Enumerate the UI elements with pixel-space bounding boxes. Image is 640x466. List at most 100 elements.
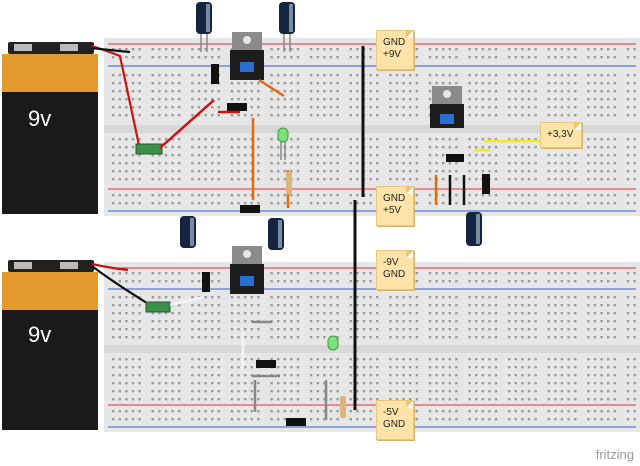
breadboard-hole xyxy=(481,358,484,361)
breadboard-hole xyxy=(131,194,135,197)
breadboard-hole xyxy=(422,374,425,377)
breadboard-hole xyxy=(428,398,432,401)
breadboard-hole xyxy=(178,114,181,117)
breadboard-hole xyxy=(131,328,135,331)
breadboard-hole xyxy=(310,418,313,421)
breadboard-hole xyxy=(409,398,412,401)
breadboard-hole xyxy=(138,162,141,165)
breadboard-hole xyxy=(224,114,227,117)
breadboard-hole xyxy=(224,170,227,173)
breadboard-hole xyxy=(263,398,267,401)
breadboard-hole xyxy=(283,366,286,369)
breadboard-hole xyxy=(395,366,399,369)
breadboard-hole xyxy=(626,74,630,77)
breadboard-hole xyxy=(204,48,207,51)
breadboard-hole xyxy=(118,358,121,361)
breadboard-hole xyxy=(435,56,438,59)
breadboard-hole xyxy=(270,170,273,173)
breadboard-hole xyxy=(349,336,352,339)
breadboard-hole xyxy=(560,48,564,51)
breadboard-hole xyxy=(224,374,227,377)
breadboard-hole xyxy=(131,320,135,323)
breadboard-hole xyxy=(409,374,412,377)
breadboard-hole xyxy=(442,202,445,205)
breadboard-hole xyxy=(428,48,432,51)
breadboard-hole xyxy=(112,374,115,377)
breadboard-hole xyxy=(607,272,610,275)
breadboard-hole xyxy=(217,162,220,165)
breadboard-hole xyxy=(178,74,181,77)
breadboard-hole xyxy=(191,328,194,331)
breadboard-hole xyxy=(494,312,498,315)
breadboard-hole xyxy=(343,90,346,93)
breadboard-hole xyxy=(329,138,333,141)
breadboard-hole xyxy=(534,202,537,205)
breadboard-hole xyxy=(263,312,267,315)
breadboard-hole xyxy=(112,272,115,275)
breadboard-hole xyxy=(112,410,115,413)
breadboard-hole xyxy=(184,178,187,181)
breadboard-hole xyxy=(402,328,405,331)
breadboard-hole xyxy=(554,382,557,385)
breadboard-hole xyxy=(567,390,570,393)
breadboard-hole xyxy=(475,304,478,307)
breadboard-hole xyxy=(488,296,491,299)
breadboard-hole xyxy=(369,390,372,393)
breadboard-hole xyxy=(145,74,148,77)
breadboard-hole xyxy=(125,366,128,369)
breadboard-hole xyxy=(501,374,504,377)
breadboard-hole xyxy=(620,390,623,393)
breadboard-hole xyxy=(389,390,392,393)
breadboard-hole xyxy=(475,90,478,93)
breadboard-hole xyxy=(442,74,445,77)
breadboard-hole xyxy=(171,320,174,323)
breadboard-hole xyxy=(481,202,484,205)
breadboard-hole xyxy=(290,146,293,149)
breadboard-hole xyxy=(448,390,451,393)
breadboard-hole xyxy=(633,366,636,369)
note-gnd-9v-line2: +9V xyxy=(383,49,402,60)
breadboard-hole xyxy=(270,114,273,117)
breadboard-hole xyxy=(389,358,392,361)
breadboard-hole xyxy=(633,328,636,331)
breadboard-hole xyxy=(633,48,636,51)
breadboard-hole xyxy=(514,374,517,377)
breadboard-hole xyxy=(501,194,504,197)
breadboard-hole xyxy=(475,418,478,421)
breadboard-hole xyxy=(428,418,432,421)
breadboard-hole xyxy=(171,178,174,181)
breadboard-hole xyxy=(613,410,616,413)
breadboard-hole xyxy=(151,114,154,117)
breadboard-hole xyxy=(547,410,550,413)
breadboard-hole xyxy=(310,312,313,315)
breadboard-hole xyxy=(283,114,286,117)
breadboard-hole xyxy=(118,98,121,101)
breadboard-hole xyxy=(277,170,280,173)
breadboard-hole xyxy=(527,114,531,117)
breadboard-hole xyxy=(633,312,636,315)
breadboard-hole xyxy=(250,366,253,369)
breadboard-hole xyxy=(541,398,544,401)
breadboard-hole xyxy=(521,178,524,181)
breadboard-hole xyxy=(296,374,300,377)
breadboard-hole xyxy=(607,82,610,85)
breadboard-hole xyxy=(204,418,207,421)
breadboard-hole xyxy=(541,194,544,197)
breadboard-hole xyxy=(448,138,451,141)
breadboard-hole xyxy=(521,98,524,101)
breadboard-hole xyxy=(626,366,630,369)
breadboard-hole xyxy=(211,178,214,181)
breadboard-hole xyxy=(151,374,154,377)
breadboard-hole xyxy=(145,418,148,421)
breadboard-hole xyxy=(461,320,465,323)
breadboard-hole xyxy=(428,312,432,315)
breadboard-hole xyxy=(217,418,220,421)
breadboard-hole xyxy=(574,304,577,307)
breadboard-hole xyxy=(131,398,135,401)
breadboard-hole xyxy=(343,170,346,173)
breadboard-hole xyxy=(118,328,121,331)
breadboard-hole xyxy=(481,194,484,197)
breadboard-hole xyxy=(336,170,339,173)
breadboard-hole xyxy=(244,382,247,385)
breadboard-hole xyxy=(409,82,412,85)
